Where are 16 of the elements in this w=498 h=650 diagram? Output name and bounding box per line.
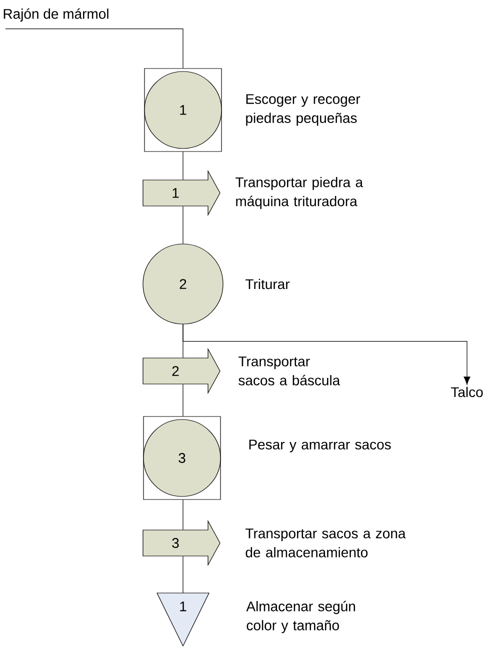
connector — [182, 152, 184, 180]
step-description: Triturar — [246, 278, 290, 290]
step-description: Transportar sacos a báscula — [238, 356, 340, 386]
connector — [182, 384, 184, 416]
connector — [182, 324, 470, 385]
connector — [182, 556, 184, 594]
step-description: Transportar sacos a zona de almacenamiento — [246, 528, 406, 558]
step-description: Escoger y recoger piedras pequeñas — [246, 94, 360, 126]
connector — [5, 28, 184, 68]
step-description: Almacenar según color y tamaño — [246, 600, 355, 634]
flow-label: Rajón de mármol — [4, 8, 108, 22]
connector — [182, 500, 184, 530]
step-description: Pesar y amarrar sacos — [249, 440, 391, 452]
connector — [182, 206, 184, 244]
flow-label: Talco — [450, 386, 483, 398]
step-description: Transportar piedra a máquina trituradora — [236, 176, 364, 210]
